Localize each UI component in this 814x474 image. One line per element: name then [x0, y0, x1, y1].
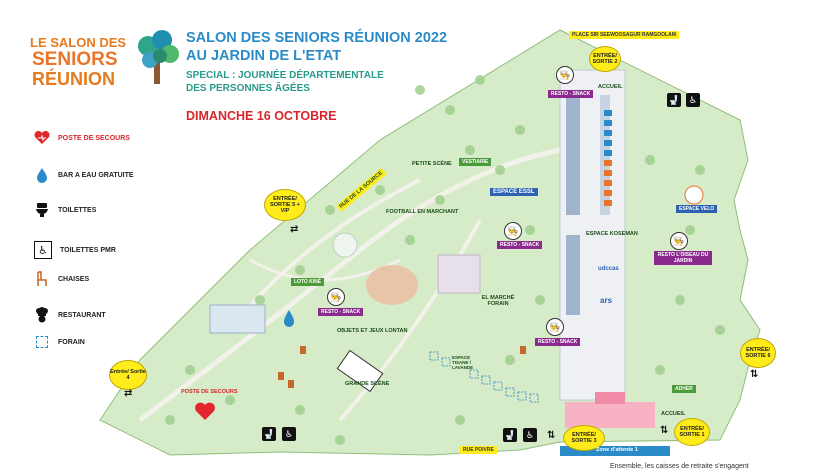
entrance-6[interactable]: ENTRÉE/ SORTIE 6: [740, 338, 776, 368]
espace-essl-label: ESPACE ESSL: [490, 188, 538, 196]
logo-line-1: LE SALON DES: [30, 35, 127, 50]
resto-2-icon: 👨‍🍳: [504, 222, 522, 240]
resto-1-icon: 👨‍🍳: [556, 66, 574, 84]
entrance-3[interactable]: ENTRÉE/ SORTIE 3: [563, 425, 605, 451]
legend-forain: FORAIN: [34, 334, 85, 350]
direction-arrow-icon: ⇅: [750, 369, 759, 380]
wheelchair-icon: ♿: [523, 428, 537, 442]
loto-kine-label: LOTO KINÉ: [291, 278, 325, 286]
toilet-icon: 🚽: [503, 428, 517, 442]
resto-3-icon: 👨‍🍳: [327, 288, 345, 306]
accueil-bottom-label: ACCUEIL: [661, 411, 686, 417]
direction-arrow-icon: ⇄: [290, 224, 299, 235]
bottom-building: [565, 402, 655, 428]
udccas-label: udccas: [598, 266, 619, 272]
zone-attente-box: [560, 446, 670, 456]
resto-5-icon: 👨‍🍳: [670, 232, 688, 250]
wheelchair-icon: ♿: [34, 241, 52, 259]
espace-koseman-label: ESPACE KOSEMAN: [586, 231, 638, 237]
chair-icon: [34, 271, 50, 287]
espace-velo-label: ESPACE VELO: [676, 205, 718, 213]
rue-poivre-label: RUE POIVRE: [460, 446, 497, 454]
objets-lontan-label: OBJETS ET JEUX LONTAN: [337, 328, 408, 334]
adher-label: ADHER: [672, 385, 696, 393]
direction-arrow-icon: ⇅: [660, 425, 669, 436]
logo-line-2: SENIORS: [32, 49, 118, 70]
legend-chairs: CHAISES: [34, 271, 89, 287]
football-label: FOOTBALL EN MARCHANT: [386, 209, 459, 215]
resto-4-label: RESTO - SNACK: [535, 338, 581, 346]
resto-1-label: RESTO - SNACK: [548, 90, 594, 98]
legend-restaurant: RESTAURANT: [34, 307, 106, 323]
entrance-2[interactable]: ENTRÉE/ SORTIE 2: [589, 46, 621, 72]
legend-label: BAR A EAU GRATUITE: [58, 171, 134, 179]
subtitle-line-2: DES PERSONNES ÂGÉES: [186, 83, 310, 94]
direction-arrow-icon: ⇅: [547, 430, 556, 441]
accueil-top-label: ACCUEIL: [598, 84, 623, 90]
toilet-icon: [34, 202, 50, 218]
legend-label: FORAIN: [58, 338, 85, 346]
marche-forain-label: EL MARCHÉ FORAIN: [481, 295, 515, 307]
stand-markers: [604, 110, 612, 206]
water-drop-icon: [34, 167, 50, 183]
legend-first-aid: POSTE DE SECOURS: [34, 130, 130, 146]
place-ramgoolam-label: PLACE SIR SEEWOOSAGUR RAMGOOLAM: [569, 31, 679, 39]
resto-4-icon: 👨‍🍳: [546, 318, 564, 336]
logo: LE SALON DES SENIORS RÉUNION: [30, 30, 179, 92]
legend-water: BAR A EAU GRATUITE: [34, 167, 134, 183]
grande-scene-label: GRANDE SCÈNE: [345, 381, 390, 387]
legend-pmr: ♿ TOILETTES PMR: [34, 241, 116, 259]
subtitle: SPECIAL : JOURNÉE DÉPARTEMENTALE: [186, 70, 384, 81]
main-title-line-2: AU JARDIN DE L'ETAT: [186, 48, 342, 64]
bottom-note: Ensemble, les caisses de retraite s'enga…: [610, 463, 749, 470]
poste-secours-label: POSTE DE SECOURS: [181, 389, 238, 395]
entrance-5[interactable]: ENTRÉE/ SORTIE 5 + VIP: [264, 189, 306, 221]
legend-label: CHAISES: [58, 275, 90, 283]
direction-arrow-icon: ⇄: [124, 388, 133, 399]
ars-label: ars: [600, 296, 613, 305]
logo-line-3: RÉUNION: [32, 69, 116, 89]
entrance-1[interactable]: ENTRÉE/ SORTIE 1: [674, 418, 710, 446]
wheelchair-icon: ♿: [686, 93, 700, 107]
grande-scene: [336, 349, 384, 393]
toilet-icon: 🚽: [667, 93, 681, 107]
zone-attente-label: Zone d'attente 1: [596, 447, 638, 453]
tree-logo-icon: [138, 30, 179, 84]
main-title: SALON DES SENIORS RÉUNION 2022: [186, 30, 448, 46]
legend-label: RESTAURANT: [58, 311, 106, 319]
resto-5-label: RESTO L'OISEAU DU JARDIN: [654, 251, 712, 265]
first-aid-icon: [34, 130, 50, 146]
legend-label: TOILETTES: [58, 206, 97, 214]
petite-scene-label: PETITE SCÈNE: [412, 161, 452, 167]
resto-3-label: RESTO - SNACK: [318, 308, 364, 316]
legend-label: TOILETTES PMR: [60, 246, 116, 254]
chef-icon: [34, 307, 50, 323]
resto-2-label: RESTO - SNACK: [497, 241, 543, 249]
vestiaire-label: VESTIAIRE: [459, 158, 492, 166]
stand-square-icon: [34, 334, 50, 350]
legend-label: POSTE DE SECOURS: [58, 134, 130, 142]
espace-tisane-label: ESPACE TISANE / LAVANDE: [452, 355, 474, 370]
wheelchair-icon: ♿: [282, 427, 296, 441]
entrance-4[interactable]: Entrée/ Sortie 4: [109, 360, 147, 390]
toilet-icon: 🚽: [262, 427, 276, 441]
legend-toilet: TOILETTES: [34, 202, 96, 218]
event-date: DIMANCHE 16 OCTOBRE: [186, 109, 337, 123]
